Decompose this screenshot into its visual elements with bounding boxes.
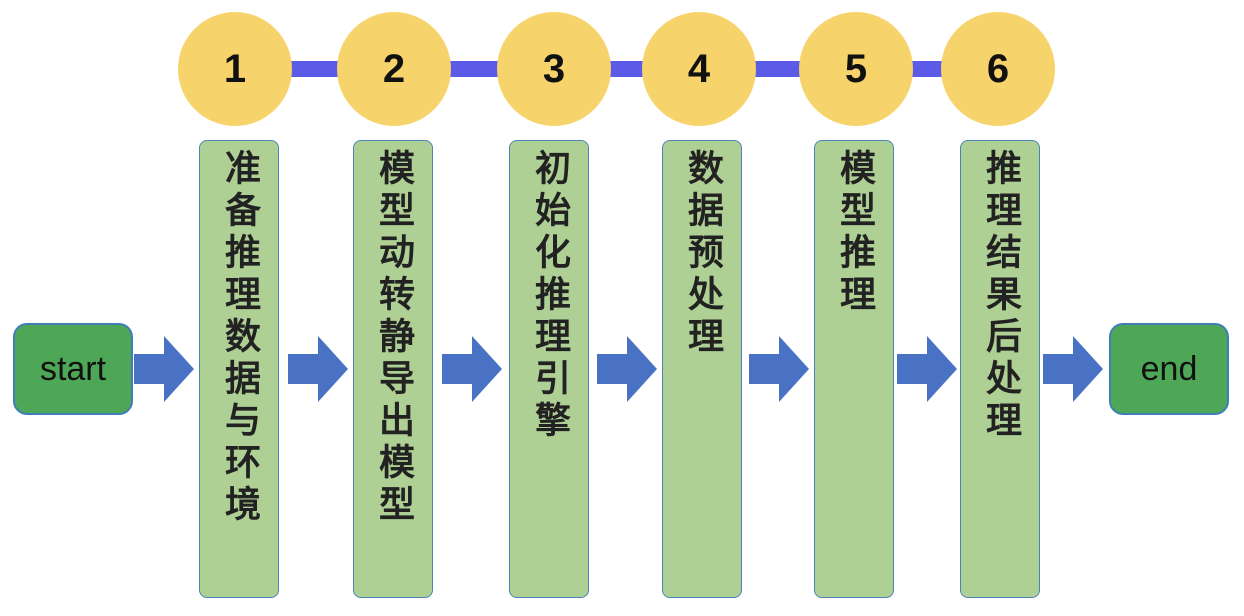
step-box-2: 模型动转静导出模型 bbox=[353, 140, 433, 598]
end-label: end bbox=[1140, 349, 1198, 388]
step-label: 推理结果后处理 bbox=[980, 149, 1021, 443]
step-box-6: 推理结果后处理 bbox=[960, 140, 1040, 598]
step-number-circle-6: 6 bbox=[941, 12, 1055, 126]
end-node: end bbox=[1109, 323, 1229, 415]
step-label: 模型动转静导出模型 bbox=[373, 149, 414, 527]
step-label: 准备推理数据与环境 bbox=[219, 149, 260, 527]
step-number: 6 bbox=[986, 46, 1010, 91]
right-arrow-icon bbox=[597, 336, 659, 402]
step-number-circle-4: 4 bbox=[642, 12, 756, 126]
step-number: 1 bbox=[223, 46, 247, 91]
step-label: 初始化推理引擎 bbox=[529, 149, 570, 443]
step-box-1: 准备推理数据与环境 bbox=[199, 140, 279, 598]
step-label: 数据预处理 bbox=[682, 149, 723, 359]
start-node: start bbox=[13, 323, 133, 415]
step-number-circle-5: 5 bbox=[799, 12, 913, 126]
right-arrow-icon bbox=[442, 336, 504, 402]
step-box-5: 模型推理 bbox=[814, 140, 894, 598]
step-label: 模型推理 bbox=[834, 149, 875, 317]
right-arrow-icon bbox=[1043, 336, 1105, 402]
step-number: 5 bbox=[844, 46, 868, 91]
right-arrow-icon bbox=[749, 336, 811, 402]
step-box-4: 数据预处理 bbox=[662, 140, 742, 598]
step-number-circle-1: 1 bbox=[178, 12, 292, 126]
step-box-3: 初始化推理引擎 bbox=[509, 140, 589, 598]
step-number: 3 bbox=[542, 46, 566, 91]
step-number: 4 bbox=[687, 46, 711, 91]
step-number-circle-2: 2 bbox=[337, 12, 451, 126]
step-number-circle-3: 3 bbox=[497, 12, 611, 126]
right-arrow-icon bbox=[288, 336, 350, 402]
right-arrow-icon bbox=[897, 336, 959, 402]
right-arrow-icon bbox=[134, 336, 196, 402]
step-number: 2 bbox=[382, 46, 406, 91]
start-label: start bbox=[39, 349, 107, 388]
